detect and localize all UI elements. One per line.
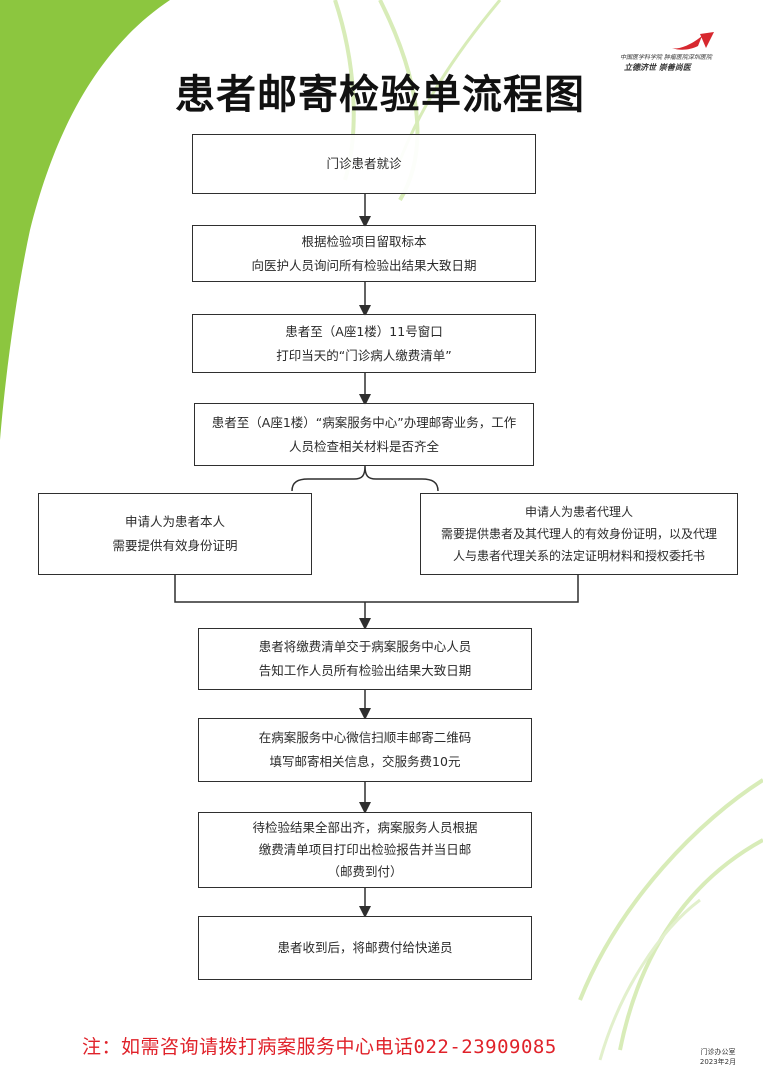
logo-text-line1: 中国医学科学院 肿瘤医院深圳医院 (620, 54, 712, 61)
page-title: 患者邮寄检验单流程图 (175, 71, 585, 118)
office-name: 门诊办公室 (700, 1048, 736, 1056)
logo-text-line2: 立德济世 崇善尚医 (624, 63, 691, 72)
flow-step-1: 门诊患者就诊 (192, 134, 536, 194)
branch-self-line-2: 需要提供有效身份证明 (112, 538, 238, 553)
flow-step-7-line-2: 缴费清单项目打印出检验报告并当日邮 (258, 842, 472, 857)
branch-agent-line-2: 需要提供患者及其代理人的有效身份证明，以及代理 (440, 527, 717, 541)
flow-step-8: 患者收到后，将邮费付给快递员 (198, 916, 532, 980)
flow-step-7-line-1: 待检验结果全部出齐，病案服务人员根据 (252, 820, 478, 835)
flow-step-2-line-2: 向医护人员询问所有检验出结果大致日期 (251, 257, 477, 273)
branch-self: 申请人为患者本人 需要提供有效身份证明 (38, 493, 312, 575)
contact-note: 注：如需咨询请拨打病案服务中心电话022-23909085 (82, 1036, 557, 1058)
flow-step-3: 患者至（A座1楼）11号窗口 打印当天的“门诊病人缴费清单” (192, 314, 536, 373)
branch-self-line-1: 申请人为患者本人 (124, 514, 225, 529)
flow-step-7-line-3: （邮费到付） (327, 864, 403, 879)
office-signature: 门诊办公室 2023年2月 (688, 1047, 748, 1067)
flow-step-4-line-2: 人员检查相关材料是否齐全 (288, 438, 439, 454)
flow-step-3-line-1: 患者至（A座1楼）11号窗口 (285, 323, 443, 339)
flow-step-4-line-1: 患者至（A座1楼）“病案服务中心”办理邮寄业务，工作 (211, 414, 517, 430)
hospital-logo: 中国医学科学院 肿瘤医院深圳医院 立德济世 崇善尚医 (618, 30, 738, 78)
flow-step-2: 根据检验项目留取标本 向医护人员询问所有检验出结果大致日期 (192, 225, 536, 282)
hospital-swoosh-logo-icon (672, 32, 714, 50)
flow-step-6-line-1: 在病案服务中心微信扫顺丰邮寄二维码 (258, 730, 472, 745)
branch-agent: 申请人为患者代理人 需要提供患者及其代理人的有效身份证明，以及代理 人与患者代理… (420, 493, 738, 575)
flow-step-2-line-1: 根据检验项目留取标本 (301, 233, 427, 249)
flow-step-6-line-2: 填写邮寄相关信息，交服务费10元 (269, 754, 461, 769)
flow-step-3-line-2: 打印当天的“门诊病人缴费清单” (276, 347, 452, 363)
flow-step-4: 患者至（A座1楼）“病案服务中心”办理邮寄业务，工作 人员检查相关材料是否齐全 (194, 403, 534, 466)
branch-agent-line-1: 申请人为患者代理人 (524, 505, 633, 519)
flow-step-5-line-2: 告知工作人员所有检验出结果大致日期 (258, 663, 472, 678)
flow-step-8-line-1: 患者收到后，将邮费付给快递员 (277, 940, 453, 955)
flow-step-1-line-1: 门诊患者就诊 (326, 156, 402, 171)
flow-step-7: 待检验结果全部出齐，病案服务人员根据 缴费清单项目打印出检验报告并当日邮 （邮费… (198, 812, 532, 888)
office-date: 2023年2月 (699, 1058, 737, 1066)
flow-step-5: 患者将缴费清单交于病案服务中心人员 告知工作人员所有检验出结果大致日期 (198, 628, 532, 690)
branch-agent-line-3: 人与患者代理关系的法定证明材料和授权委托书 (452, 549, 705, 563)
flow-step-6: 在病案服务中心微信扫顺丰邮寄二维码 填写邮寄相关信息，交服务费10元 (198, 718, 532, 782)
flow-step-5-line-1: 患者将缴费清单交于病案服务中心人员 (258, 639, 472, 654)
